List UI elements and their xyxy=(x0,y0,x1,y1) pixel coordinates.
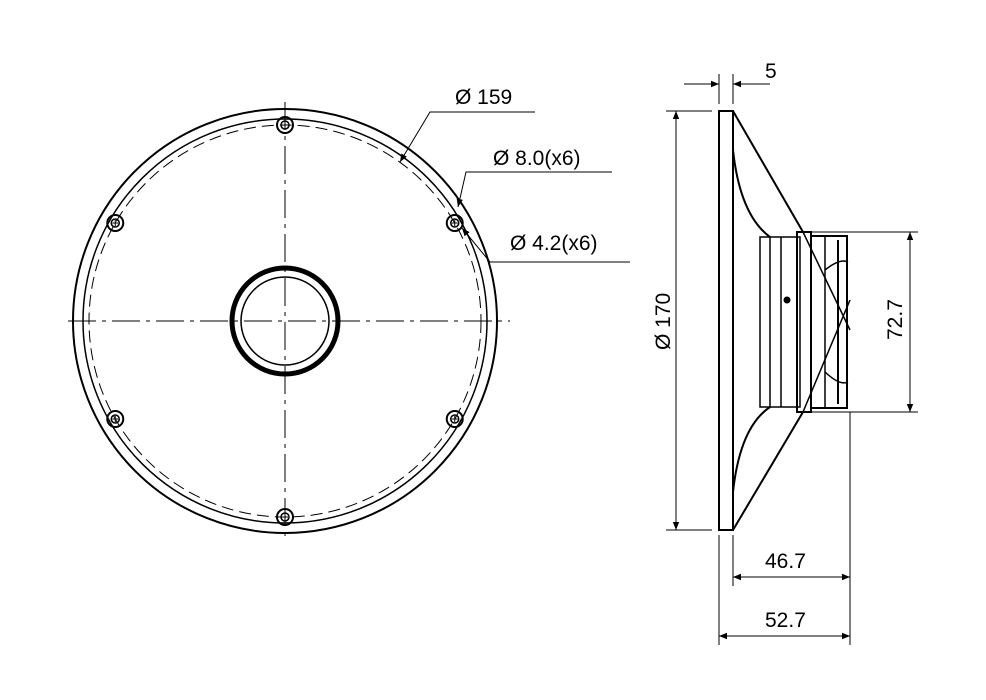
dim-5-label: 5 xyxy=(765,60,777,83)
mounting-hole xyxy=(110,218,121,228)
mounting-hole xyxy=(106,214,125,232)
hole-center-mark xyxy=(112,416,119,422)
side-dimensions xyxy=(666,74,918,645)
mounting-hole xyxy=(280,512,290,522)
mounting-hole xyxy=(110,414,121,424)
mounting-hole xyxy=(280,120,290,130)
hole-center-mark xyxy=(282,514,288,520)
hole-center-mark xyxy=(451,220,458,226)
hole-center-mark xyxy=(451,416,458,422)
hole-center-mark xyxy=(112,220,119,226)
hole-center-mark xyxy=(282,122,288,128)
side-view xyxy=(718,110,851,531)
basket-outline xyxy=(732,110,804,531)
dim-159-label: Ø 159 xyxy=(455,86,512,109)
dim-46-7-label: 46.7 xyxy=(765,550,806,573)
basket-body xyxy=(759,236,801,408)
dim-72-7-label: 72.7 xyxy=(884,299,907,340)
dim-52-7-label: 52.7 xyxy=(765,609,806,632)
dim-4-2-label: Ø 4.2(x6) xyxy=(510,232,598,255)
dim-8-label: Ø 8.0(x6) xyxy=(493,147,581,170)
mounting-hole xyxy=(276,508,294,526)
mounting-hole xyxy=(445,214,464,232)
pole-inner xyxy=(240,276,330,366)
mounting-hole xyxy=(445,410,464,428)
mounting-holes xyxy=(106,116,464,526)
motor-plate xyxy=(796,231,812,413)
front-leaders xyxy=(399,111,630,263)
mounting-hole xyxy=(449,218,460,228)
mounting-hole xyxy=(106,410,125,428)
vent-dot xyxy=(783,296,791,304)
front-view xyxy=(68,102,510,540)
mounting-hole xyxy=(276,116,294,134)
dim-170-label: Ø 170 xyxy=(652,293,675,350)
mounting-hole xyxy=(449,414,460,424)
magnet xyxy=(810,235,848,409)
flange xyxy=(718,110,734,531)
cone-curve xyxy=(732,149,771,493)
